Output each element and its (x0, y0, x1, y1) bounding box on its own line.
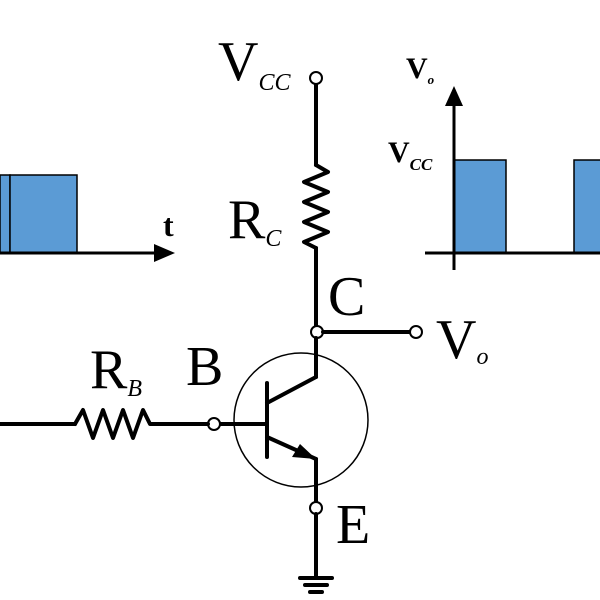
output-voltage-label: Vo (436, 309, 488, 371)
collector-resistor-label: RC (228, 189, 282, 252)
output-pulse-1 (453, 159, 507, 254)
output-vcc-label: VCC (388, 136, 433, 174)
output-vertical-axis-arrow (445, 86, 463, 106)
input-pulse-1 (0, 174, 11, 254)
vcc-terminal (309, 71, 323, 85)
output-pulse-2 (573, 159, 600, 254)
base-resistor-label-sub: B (127, 376, 142, 402)
output-voltage-label-sub: o (476, 344, 488, 370)
transistor-collector-leg (265, 375, 318, 405)
circuit: VCC RC C Vo B RB E (0, 31, 488, 594)
output-axis-label-sub: o (428, 72, 435, 87)
collector-resistor-label-main: R (228, 189, 266, 251)
base-resistor (73, 408, 157, 440)
base-label: B (186, 336, 223, 398)
output-vcc-label-sub: CC (410, 155, 433, 174)
collector-label: C (328, 266, 365, 328)
transistor-envelope (233, 352, 369, 488)
output-waveform: Vo VCC (388, 52, 600, 270)
input-waveform: t (0, 174, 175, 262)
output-axis-label: Vo (406, 52, 435, 87)
vcc-label-sub: CC (258, 70, 291, 96)
transistor-emitter-arrow (292, 444, 316, 459)
vcc-label-main: V (218, 31, 258, 93)
npn-transistor (218, 336, 369, 504)
emitter-label: E (336, 494, 370, 556)
base-resistor-label-main: R (90, 339, 128, 401)
base-resistor-label: RB (90, 339, 142, 402)
output-axis-label-main: V (406, 52, 428, 85)
ground-icon (298, 576, 334, 594)
collector-resistor-label-sub: C (265, 226, 282, 252)
collector-resistor (302, 163, 330, 250)
input-pulse-2 (9, 174, 78, 254)
vcc-label: VCC (218, 31, 291, 96)
output-voltage-label-main: V (436, 309, 476, 371)
output-terminal (409, 325, 423, 339)
input-time-axis-label: t (163, 207, 174, 243)
output-vcc-label-main: V (388, 136, 410, 169)
input-time-axis-arrow (154, 244, 175, 262)
